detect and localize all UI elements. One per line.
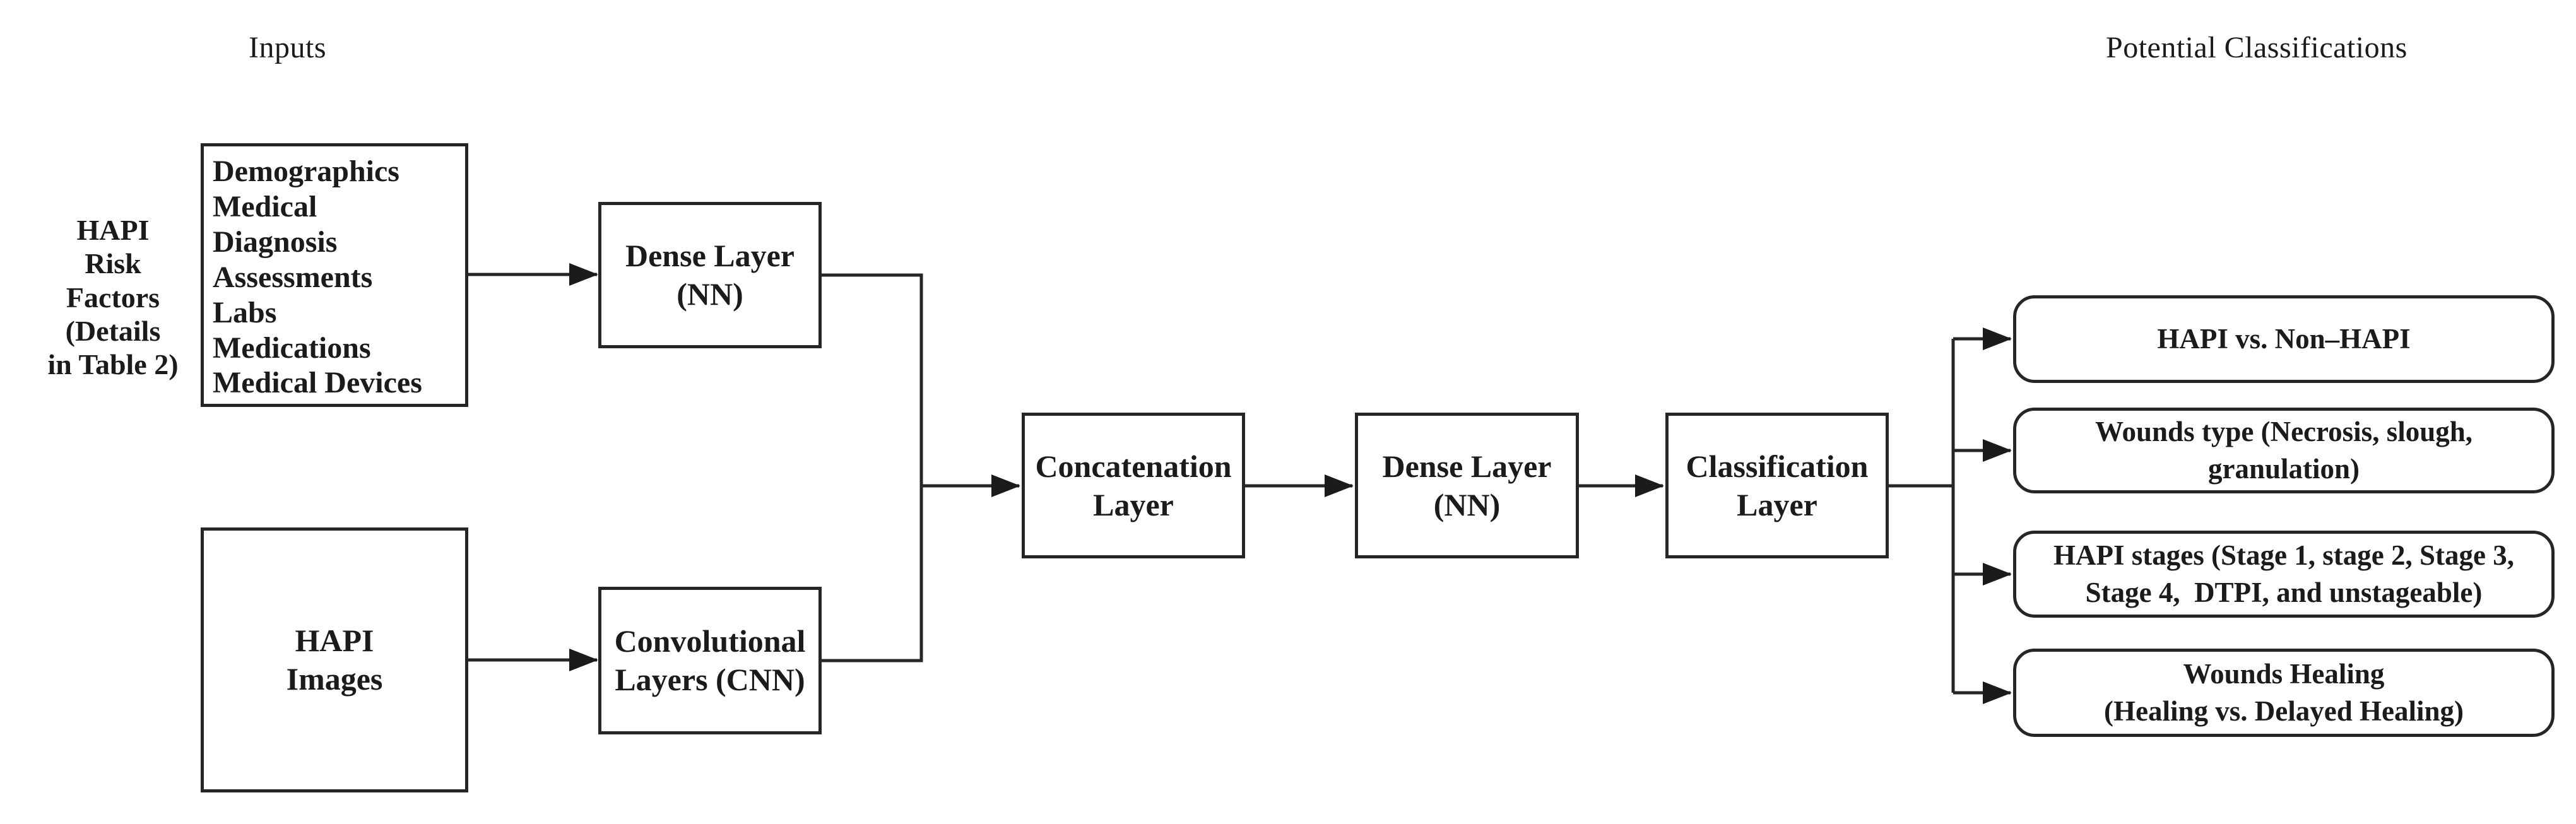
merge-elbow xyxy=(822,273,923,662)
cnn-layers-box: Convolutional Layers (CNN) xyxy=(598,587,822,734)
output-wounds-type: Wounds type (Necrosis, slough, granulati… xyxy=(2013,408,2555,493)
output-hapi-stages: HAPI stages (Stage 1, stage 2, Stage 3, … xyxy=(2013,531,2555,618)
classification-layer-box: Classification Layer xyxy=(1665,413,1889,558)
inputs-heading: Inputs xyxy=(249,31,326,64)
output-wounds-healing: Wounds Healing (Healing vs. Delayed Heal… xyxy=(2013,649,2555,737)
dense-layer-top-box: Dense Layer (NN) xyxy=(598,202,822,348)
dense-layer-mid-box: Dense Layer (NN) xyxy=(1355,413,1579,558)
risk-factors-box: Demographics Medical Diagnosis Assessmen… xyxy=(201,143,468,407)
potential-classifications-heading: Potential Classifications xyxy=(2106,31,2408,64)
output-hapi-vs-nonhapi: HAPI vs. Non–HAPI xyxy=(2013,295,2555,383)
concatenation-layer-box: Concatenation Layer xyxy=(1022,413,1245,558)
hapi-images-box: HAPI Images xyxy=(201,527,468,792)
hapi-risk-factors-note: HAPI Risk Factors (Details in Table 2) xyxy=(47,214,179,381)
fanout-spine xyxy=(1889,339,1955,693)
